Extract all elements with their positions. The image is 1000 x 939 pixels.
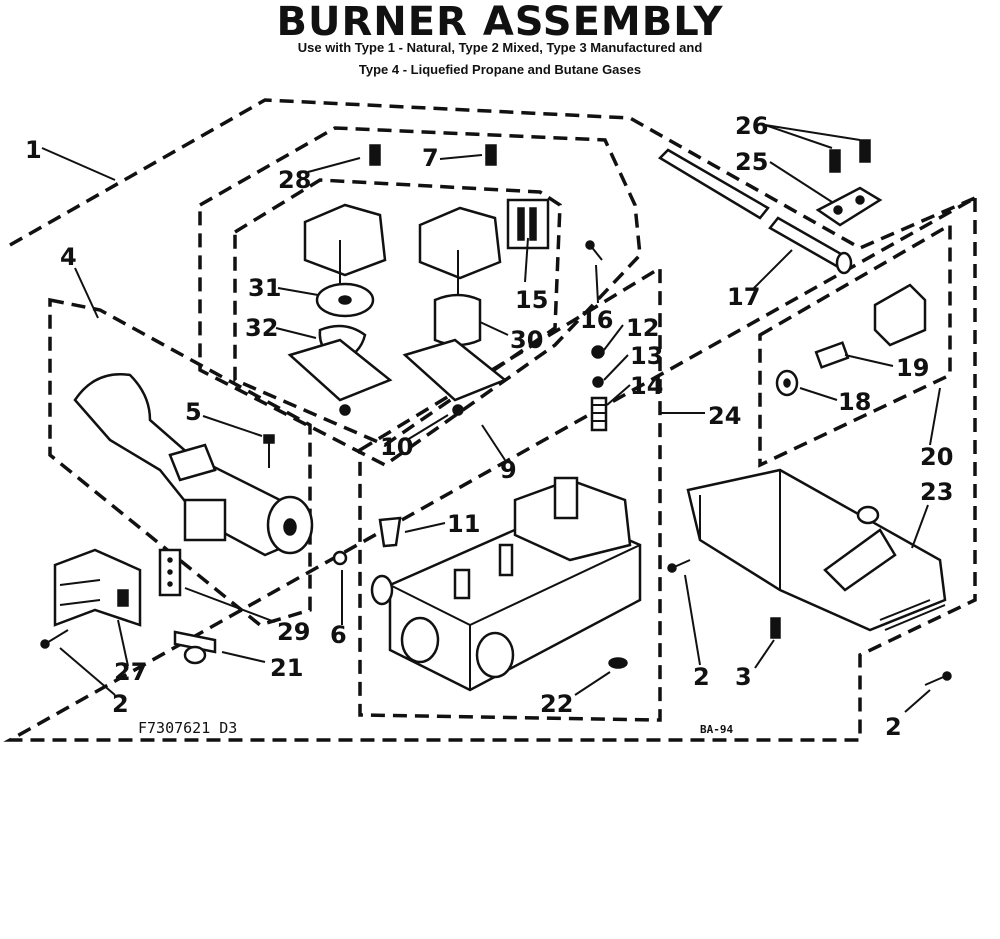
callout-6: 6	[330, 621, 347, 649]
callout-13: 13	[630, 342, 663, 370]
callout-32: 32	[245, 314, 278, 342]
callout-3: 3	[735, 663, 752, 691]
fitting-21	[173, 630, 217, 665]
screw-5	[263, 434, 275, 468]
callout-4: 4	[60, 243, 77, 271]
diagram-title: BURNER ASSEMBLY	[276, 0, 724, 45]
callout-20: 20	[920, 443, 953, 471]
pilot-tubes	[657, 148, 853, 275]
callout-31: 31	[248, 274, 281, 302]
washer-10b	[452, 404, 464, 416]
bracket-27	[53, 548, 142, 627]
valve-body	[370, 476, 642, 692]
mounting-bracket-23	[686, 468, 947, 632]
callout-22: 22	[540, 690, 573, 718]
washer-10a	[339, 404, 351, 416]
assembly-boundary	[3, 98, 977, 742]
leader-lines	[41, 124, 941, 713]
callout-16: 16	[580, 306, 613, 334]
callout-23: 23	[920, 478, 953, 506]
callout-29: 29	[277, 618, 310, 646]
pilot-boundary	[758, 221, 952, 468]
callout-27: 27	[114, 658, 147, 686]
burner-boundary	[48, 297, 312, 627]
callout-17: 17	[727, 283, 760, 311]
drawing-code: F7307621 D3	[138, 719, 237, 737]
valve-body-boundary	[358, 264, 662, 722]
operator-inner-boundary	[233, 178, 562, 447]
valve-operator-right	[402, 206, 508, 402]
screw-2-right	[924, 671, 952, 686]
cap-11	[378, 516, 402, 548]
bracket-25	[815, 186, 883, 227]
callout-12: 12	[626, 314, 659, 342]
callout-26: 26	[735, 112, 768, 140]
callout-labels: 1 4 5 28 7 31 32 15 30 10 9 11 16 12 13 …	[25, 112, 953, 741]
callout-14: 14	[630, 372, 663, 400]
page-code: BA-94	[700, 723, 733, 736]
callout-7: 7	[422, 144, 439, 172]
callout-21: 21	[270, 654, 303, 682]
callout-24: 24	[708, 402, 741, 430]
burner-tube	[73, 373, 314, 557]
screw-7	[485, 144, 497, 166]
pilot-fitting	[775, 283, 927, 397]
callout-2-right: 2	[885, 713, 902, 741]
screw-2-middle	[667, 559, 691, 573]
callout-2-middle: 2	[693, 663, 710, 691]
screw-2-left	[40, 629, 69, 649]
washer-6	[332, 550, 348, 566]
operator-group-boundary	[198, 126, 642, 468]
callout-19: 19	[896, 354, 929, 382]
callout-25: 25	[735, 148, 768, 176]
orifice-22	[608, 657, 628, 669]
callout-18: 18	[838, 388, 871, 416]
parts-12-13-14	[590, 345, 608, 432]
callout-2-left: 2	[112, 690, 129, 718]
callout-11: 11	[447, 510, 480, 538]
callout-30: 30	[510, 326, 543, 354]
plate-29	[158, 548, 182, 597]
subtitle-line-1: Use with Type 1 - Natural, Type 2 Mixed,…	[297, 40, 703, 55]
callout-10: 10	[380, 433, 413, 461]
callout-9: 9	[500, 456, 517, 484]
screw-3	[770, 617, 781, 639]
screw-28	[369, 144, 381, 166]
callout-1: 1	[25, 136, 42, 164]
screws-26	[829, 139, 871, 173]
callout-15: 15	[515, 286, 548, 314]
callout-28: 28	[278, 166, 311, 194]
subtitle-line-2: Type 4 - Liquefied Propane and Butane Ga…	[358, 62, 642, 77]
valve-operator-left	[287, 203, 393, 402]
callout-5: 5	[185, 398, 202, 426]
screw-16	[585, 240, 603, 261]
